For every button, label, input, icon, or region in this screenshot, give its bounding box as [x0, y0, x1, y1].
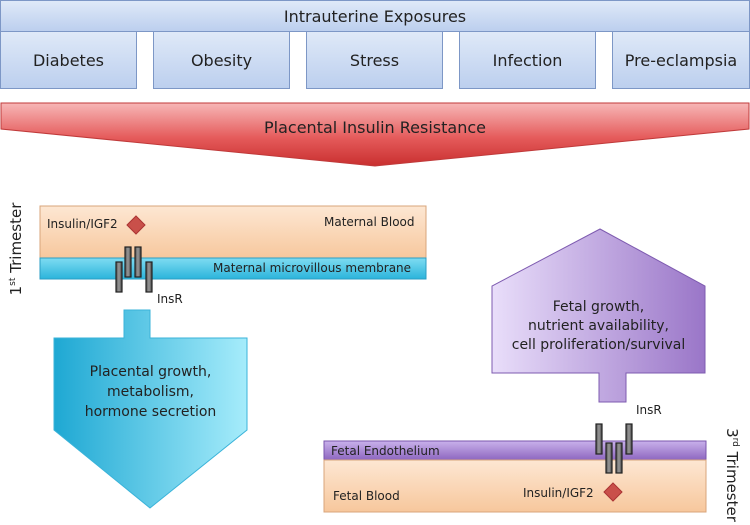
- exposure-label: Stress: [349, 50, 400, 70]
- fetal-growth-arrow: [491, 228, 706, 403]
- insr-receptor-3rd-icon: [595, 423, 633, 474]
- insulin-igf2-diamond-3rd-icon: [603, 482, 623, 502]
- insr-receptor-1st-icon: [115, 246, 153, 293]
- exposure-box-infection: Infection: [459, 31, 596, 89]
- exposure-label: Obesity: [190, 50, 253, 70]
- placental-insulin-resistance-arrow: [0, 102, 750, 167]
- outcome-line: Placental growth,: [89, 364, 212, 380]
- insr-label-1st: InsR: [157, 292, 183, 306]
- outcome-line: hormone secretion: [84, 404, 217, 420]
- maternal-blood-layer: [39, 205, 427, 260]
- trimester-suffix: rd: [730, 437, 740, 447]
- fetal-blood-layer: [323, 459, 707, 513]
- fetal-outcome-text: Fetal growth, nutrient availability, cel…: [492, 298, 705, 355]
- outcome-line: nutrient availability,: [528, 318, 669, 334]
- fetal-blood-label: Fetal Blood: [333, 489, 400, 503]
- exposure-label: Pre-eclampsia: [624, 50, 738, 70]
- outcome-line: cell proliferation/survival: [511, 337, 686, 353]
- fetal-endothelium-label: Fetal Endothelium: [331, 444, 440, 458]
- maternal-blood-label: Maternal Blood: [324, 215, 415, 229]
- insulin-igf2-label-3rd: Insulin/IGF2: [523, 486, 594, 500]
- trimester-ordinal: 1: [7, 285, 25, 296]
- outcome-line: Fetal growth,: [552, 299, 645, 315]
- insr-label-3rd: InsR: [636, 403, 662, 417]
- trimester-word: Trimester: [7, 202, 25, 273]
- trimester-ordinal: 3: [723, 428, 741, 438]
- third-trimester-label: 3rd Trimester: [723, 427, 741, 523]
- insulin-igf2-diamond-1st-icon: [126, 215, 146, 235]
- outcome-line: metabolism,: [107, 384, 194, 400]
- banner-label: Placental Insulin Resistance: [264, 118, 486, 137]
- exposure-label: Infection: [492, 50, 563, 70]
- header-title: Intrauterine Exposures: [283, 6, 467, 26]
- exposure-label: Diabetes: [32, 50, 105, 70]
- maternal-membrane-label: Maternal microvillous membrane: [213, 261, 412, 275]
- exposure-box-pre-eclampsia: Pre-eclampsia: [612, 31, 750, 89]
- exposure-box-stress: Stress: [306, 31, 443, 89]
- first-trimester-label: 1st Trimester: [7, 201, 25, 297]
- placental-outcome-text: Placental growth, metabolism, hormone se…: [54, 362, 247, 422]
- first-trimester-label-wrap: 1st Trimester: [0, 203, 64, 296]
- third-trimester-label-wrap: 3rd Trimester: [684, 428, 750, 522]
- placental-growth-arrow: [53, 309, 248, 509]
- exposure-box-diabetes: Diabetes: [0, 31, 137, 89]
- trimester-word: Trimester: [723, 451, 741, 522]
- exposure-box-obesity: Obesity: [153, 31, 290, 89]
- insulin-igf2-label-1st: Insulin/IGF2: [47, 217, 118, 231]
- intrauterine-exposures-header: Intrauterine Exposures: [0, 0, 750, 32]
- trimester-suffix: st: [8, 277, 18, 286]
